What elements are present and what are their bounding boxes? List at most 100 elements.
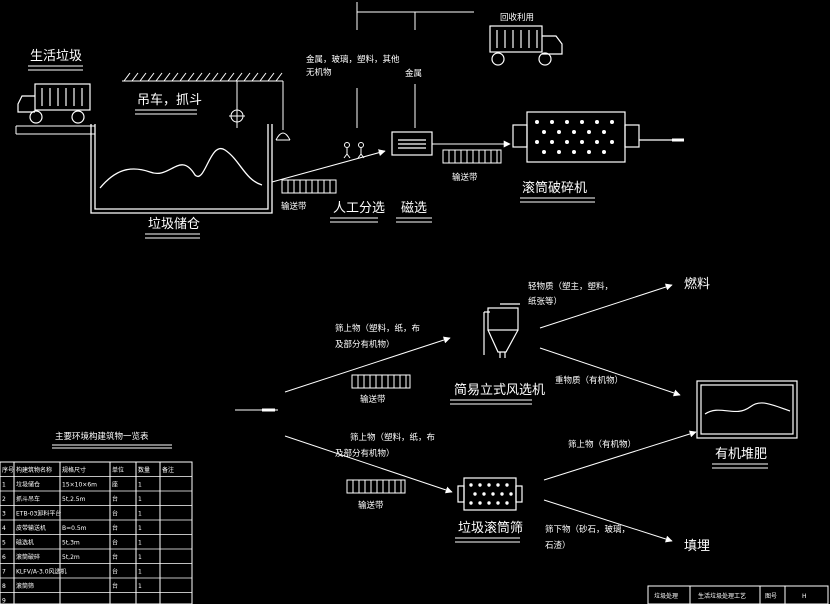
drum-screen-label: 垃圾滚筒筛	[458, 520, 523, 536]
table-cell: 1	[138, 554, 142, 561]
conveyor-2-label: 输送带	[452, 172, 478, 183]
table-cell: KLFV/A-3.0风选机	[16, 568, 67, 576]
top-screen-1a: 筛上物（塑料，纸，布	[335, 323, 420, 334]
table-cell: 9	[2, 598, 6, 604]
conveyor-3-label: 输送带	[360, 394, 386, 405]
metal-label: 金属	[405, 68, 422, 79]
table-cell: 台	[112, 495, 118, 503]
table-header-cell: 构建筑物名称	[16, 466, 52, 474]
table-cell: 台	[112, 539, 118, 547]
waste-silo	[90, 124, 273, 214]
crane-grab-label: 吊车，抓斗	[137, 92, 202, 108]
table-cell: 6	[2, 554, 6, 561]
table-cell: 1	[138, 540, 142, 547]
table-cell: 5	[2, 540, 6, 547]
table-cell: 4	[2, 525, 6, 532]
heavy-label: 重物质（有机物）	[555, 375, 623, 386]
landfill-label: 填埋	[684, 539, 710, 554]
title-cell-3: 图号	[765, 593, 777, 600]
title-cell-1: 垃圾处理	[654, 592, 678, 600]
table-cell: 1	[138, 496, 142, 503]
table-cell: 8	[2, 583, 6, 590]
table-cell: 5t,3m	[62, 540, 80, 547]
manual-sorting-label: 人工分选	[333, 201, 385, 216]
table-cell: 垃圾储仓	[16, 481, 40, 489]
table-cell: 5t,2.5m	[62, 496, 86, 503]
table-cell: 抓斗吊车	[16, 495, 40, 503]
compost-icon	[696, 380, 798, 439]
domestic-waste-label: 生活垃圾	[30, 49, 82, 64]
table-cell: 7	[2, 569, 6, 576]
conveyor-1-label: 输送带	[281, 201, 307, 212]
sieve-down-a: 筛下物（砂石，玻璃，	[545, 524, 630, 535]
table-header-cell: 数量	[138, 466, 150, 474]
drum-crusher-label: 滚筒破碎机	[522, 180, 587, 196]
air-separator-label: 简易立式风选机	[454, 382, 545, 398]
table-cell: 3	[2, 511, 6, 518]
recycling-truck-icon	[489, 25, 563, 66]
sieve-up-organic: 筛上物（有机物）	[568, 439, 636, 450]
compost-label: 有机堆肥	[715, 447, 767, 462]
crane-rail	[122, 72, 283, 82]
top-screen-2a: 筛上物（塑料，纸，布	[350, 432, 435, 443]
drum-screen-holes	[469, 483, 513, 505]
drum-crusher	[512, 111, 684, 163]
table-cell: 1	[138, 569, 142, 576]
inorganic-label: 无机物	[306, 67, 332, 78]
table-header-cell: 备注	[162, 466, 174, 474]
table-cell: 滚筒筛	[16, 582, 34, 590]
title-cell-4: H	[802, 593, 807, 600]
table-cell: 滚筒破碎	[16, 553, 40, 561]
air-separator-icon	[483, 303, 520, 358]
table-cell: 台	[112, 568, 118, 576]
title-block	[647, 585, 829, 604]
top-screen-1b: 及部分有机物）	[335, 339, 395, 350]
table-header-cell: 序号	[2, 466, 14, 474]
table-cell: 1	[138, 525, 142, 532]
table-cell: 座	[112, 481, 118, 489]
sieve-down-b: 石渣）	[545, 540, 571, 551]
drum-screen-icon	[457, 477, 523, 511]
recycling-label: 回收利用	[500, 12, 534, 23]
table-cell: 1	[138, 511, 142, 518]
table-cell: B=0.5m	[62, 525, 87, 532]
equipment-table: 序号构建筑物名称 规格尺寸 单位 数量 备注 1 垃圾储仓 15×10×6m 座 1 2 抓斗吊车 5t…	[0, 461, 193, 604]
table-cell: 1	[138, 583, 142, 590]
table-cell: 1	[138, 482, 142, 489]
fuel-label: 燃料	[684, 276, 710, 292]
waste-silo-label: 垃圾储仓	[148, 217, 200, 232]
table-cell: 皮带输送机	[16, 524, 46, 532]
table-cell: 台	[112, 510, 118, 518]
table-cell: 5t,2m	[62, 554, 80, 561]
conveyor-3	[351, 374, 411, 389]
table-header-cell: 单位	[112, 466, 124, 474]
truck-icon	[17, 83, 91, 124]
table-cell: 15×10×6m	[62, 482, 97, 489]
conveyor-4-label: 输送带	[358, 500, 384, 511]
crane-hook-icon	[229, 81, 291, 141]
table-cell: 1	[2, 482, 6, 489]
title-cell-2: 生活垃圾处理工艺	[698, 592, 746, 600]
light-a: 轻物质（塑主，塑料，	[528, 281, 613, 292]
light-b: 纸张等）	[528, 296, 562, 307]
table-header-cell: 规格尺寸	[62, 466, 86, 474]
top-screen-2b: 及部分有机物）	[335, 448, 395, 459]
magnetic-sorting-label: 磁选	[401, 201, 427, 216]
conveyor-2	[442, 149, 502, 164]
worker-icons	[343, 142, 365, 159]
conveyor-1	[281, 179, 337, 194]
table-cell: 台	[112, 553, 118, 561]
recovery-lines	[356, 2, 474, 128]
table-cell: 台	[112, 524, 118, 532]
table-cell: 台	[112, 582, 118, 590]
table-cell: ETB-03卸料平台	[16, 510, 61, 518]
table-title: 主要环境构建筑物一览表	[55, 431, 149, 442]
magnetic-separator	[391, 131, 433, 156]
drum-crusher-holes	[535, 120, 614, 154]
table-cell: 2	[2, 496, 6, 503]
metal-glass-label: 金属，玻璃，塑料，其他	[306, 54, 400, 65]
conveyor-4	[346, 479, 406, 494]
table-cell: 磁选机	[16, 539, 34, 547]
